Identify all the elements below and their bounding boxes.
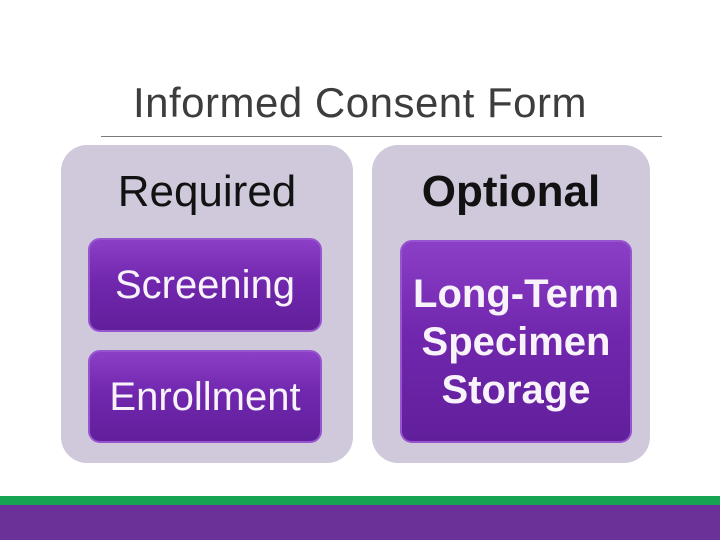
group-header-required: Required — [117, 166, 297, 216]
slide-title: Informed Consent Form — [132, 79, 587, 126]
footer-purple-bar — [0, 505, 720, 540]
required-group-card: Required Screening Enrollment — [61, 145, 353, 463]
optional-group-card: Optional Long-Term Specimen Storage — [372, 145, 650, 463]
footer-green-stripe — [0, 496, 720, 505]
group-header-optional: Optional — [421, 166, 601, 216]
title-underline — [101, 136, 662, 137]
node-long-term-specimen-storage: Long-Term Specimen Storage — [400, 240, 632, 443]
node-screening: Screening — [88, 238, 322, 332]
node-enrollment: Enrollment — [88, 350, 322, 443]
